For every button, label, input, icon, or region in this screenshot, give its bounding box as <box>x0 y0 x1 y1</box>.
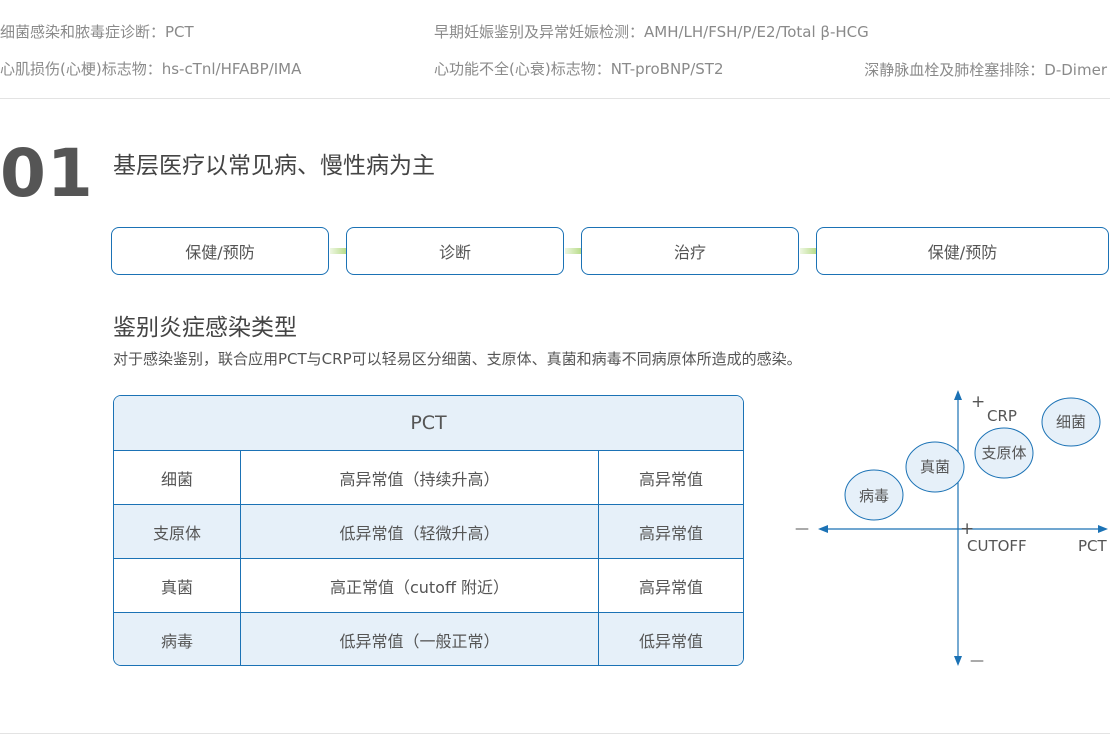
flow-step-label: 保健/预防 <box>185 243 255 262</box>
bubble-fungus: 真菌 <box>905 441 965 493</box>
bubble-label: 支原体 <box>981 444 1026 462</box>
flow-step-label: 诊断 <box>438 243 471 262</box>
bubble-label: 细菌 <box>1056 413 1086 431</box>
bubble-label: 病毒 <box>859 487 889 505</box>
flow-step-prevention: 保健/预防 <box>111 227 329 275</box>
indicator-heart-failure: 心功能不全(心衰)标志物：NT-proBNP/ST2 <box>434 60 724 78</box>
x-axis-arrow-left-icon <box>818 525 828 533</box>
inflammation-title: 鉴别炎症感染类型 <box>113 315 297 341</box>
table-row: 真菌 高正常值（cutoff 附近） 高异常值 <box>114 559 743 613</box>
y-axis-label: CRP <box>987 407 1017 425</box>
y-plus-sign: + <box>971 392 985 412</box>
origin-plus-sign: + <box>960 519 974 539</box>
x-axis-label: PCT <box>1078 537 1108 555</box>
table-header-label: PCT <box>410 412 447 434</box>
crp-cell: 低异常值 <box>638 632 703 651</box>
flow-step-diagnosis: 诊断 <box>346 227 564 275</box>
flow-step-prevention-2: 保健/预防 <box>816 227 1109 275</box>
pathogen-cell: 病毒 <box>114 613 241 665</box>
pct-cell: 高正常值（cutoff 附近） <box>241 559 599 612</box>
pct-cell: 高异常值（持续升高） <box>241 451 599 504</box>
indicator-pregnancy: 早期妊娠鉴别及异常妊娠检测：AMH/LH/FSH/P/E2/Total β-HC… <box>434 23 869 41</box>
bubble-mycoplasma: 支原体 <box>974 427 1034 479</box>
x-axis-arrow-right-icon <box>1098 525 1108 533</box>
y-minus-sign: — <box>970 653 984 669</box>
section-number: 01 <box>0 135 94 212</box>
pct-crp-table: PCT 细菌 高异常值（持续升高） 高异常值 支原体 低异常值（轻微升高） 高异… <box>113 395 744 666</box>
inflammation-description: 对于感染鉴别，联合应用PCT与CRP可以轻易区分细菌、支原体、真菌和病毒不同病原… <box>113 350 802 368</box>
pct-cell: 低异常值（轻微升高） <box>241 505 599 558</box>
top-divider <box>0 98 1110 99</box>
crp-cell: 高异常值 <box>638 469 703 489</box>
flow-step-label: 治疗 <box>673 243 706 262</box>
indicator-dvt: 深静脉血栓及肺栓塞排除：D-Dimer <box>864 61 1107 79</box>
table-row: 病毒 低异常值（一般正常） 低异常值 <box>114 613 743 665</box>
pathogen-cell: 支原体 <box>114 505 241 558</box>
indicator-myocardial: 心肌损伤(心梗)标志物：hs-cTnl/HFABP/IMA <box>0 60 302 78</box>
pathogen-cell: 真菌 <box>114 559 241 612</box>
bubble-bacteria: 细菌 <box>1041 397 1101 447</box>
table-row: 支原体 低异常值（轻微升高） 高异常值 <box>114 505 743 559</box>
bubble-label: 真菌 <box>920 458 950 476</box>
y-axis-arrow-up-icon <box>954 390 962 400</box>
pct-crp-quadrant-chart: + — — + CRP CUTOFF PCT 细菌 支原体 真菌 病毒 <box>795 390 1108 669</box>
origin-label: CUTOFF <box>967 537 1027 555</box>
table-header: PCT <box>114 396 743 451</box>
y-axis-arrow-down-icon <box>954 656 962 666</box>
flow-step-label: 保健/预防 <box>927 243 998 262</box>
x-minus-sign: — <box>795 521 809 537</box>
crp-cell: 高异常值 <box>638 577 703 597</box>
bubble-virus: 病毒 <box>844 469 904 521</box>
table-row: 细菌 高异常值（持续升高） 高异常值 <box>114 451 743 505</box>
flow-step-treatment: 治疗 <box>581 227 799 275</box>
section-title: 基层医疗以常见病、慢性病为主 <box>113 153 435 179</box>
pct-cell: 低异常值（一般正常） <box>241 613 599 665</box>
crp-cell: 高异常值 <box>638 523 703 543</box>
bottom-divider <box>0 733 1110 734</box>
indicator-sepsis: 细菌感染和脓毒症诊断：PCT <box>0 23 194 41</box>
pathogen-cell: 细菌 <box>114 451 241 504</box>
